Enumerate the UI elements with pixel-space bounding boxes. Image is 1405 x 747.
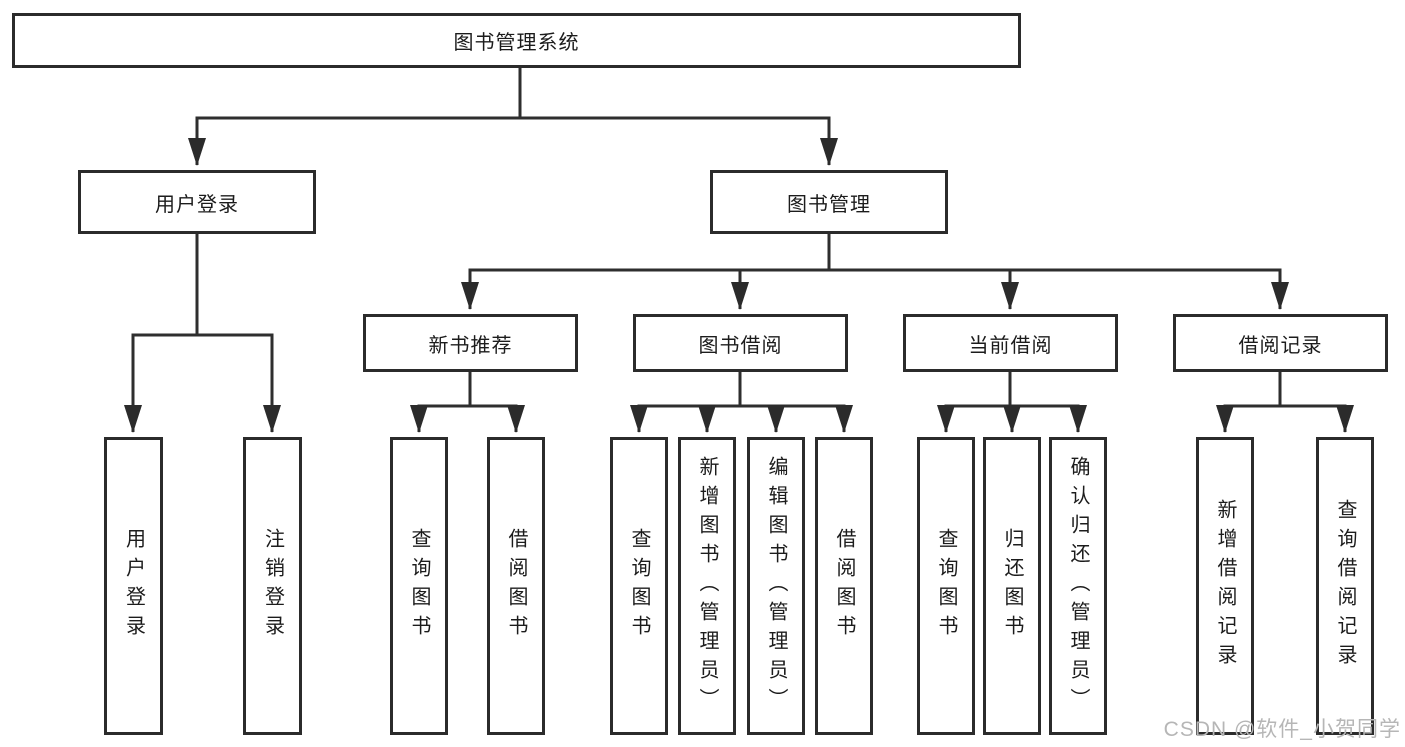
node-label: 用户登录 [122,528,145,644]
leaf-logout: 注销登录 [243,437,302,735]
leaf-edit-books-admin: 编辑图书（管理员） [747,437,805,735]
node-label: 用户登录 [155,193,239,216]
leaf-query-books-borrowing: 查询图书 [610,437,668,735]
node-label: 借阅记录 [1238,334,1323,357]
leaf-add-borrow-record: 新增借阅记录 [1196,437,1254,735]
node-library-management-system: 图书管理系统 [12,13,1021,68]
node-label: 借阅图书 [505,528,527,644]
leaf-confirm-return-admin: 确认归还（管理员） [1049,437,1107,735]
leaf-query-borrow-record: 查询借阅记录 [1316,437,1374,735]
node-label: 新增图书（管理员） [696,455,718,717]
node-new-book-recommendation: 新书推荐 [363,314,578,372]
node-label: 图书借阅 [698,334,783,357]
node-label: 查询图书 [935,528,957,644]
csdn-watermark: CSDN @软件_小贺同学 [1163,718,1401,741]
node-label: 归还图书 [1001,528,1023,644]
leaf-query-books-current: 查询图书 [917,437,975,735]
node-label: 图书管理 [787,193,871,216]
node-label: 确认归还（管理员） [1067,455,1089,717]
node-user-login: 用户登录 [78,170,316,234]
leaf-add-books-admin: 新增图书（管理员） [678,437,736,735]
node-label: 新书推荐 [428,334,513,357]
node-label: 注销登录 [261,528,284,644]
leaf-return-books: 归还图书 [983,437,1041,735]
node-label: 图书管理系统 [453,32,580,54]
node-label: 借阅图书 [833,528,855,644]
node-label: 新增借阅记录 [1214,499,1236,673]
node-label: 查询图书 [628,528,650,644]
leaf-borrow-books-recommend: 借阅图书 [487,437,545,735]
node-label: 当前借阅 [968,334,1053,357]
node-label: 查询借阅记录 [1334,499,1356,673]
leaf-query-books-recommend: 查询图书 [390,437,448,735]
node-label: 编辑图书（管理员） [765,455,787,717]
node-label: 查询图书 [408,528,430,644]
node-current-borrowing: 当前借阅 [903,314,1118,372]
node-book-management: 图书管理 [710,170,948,234]
leaf-user-login: 用户登录 [104,437,163,735]
node-book-borrowing: 图书借阅 [633,314,848,372]
node-borrowing-records: 借阅记录 [1173,314,1388,372]
leaf-borrow-books: 借阅图书 [815,437,873,735]
